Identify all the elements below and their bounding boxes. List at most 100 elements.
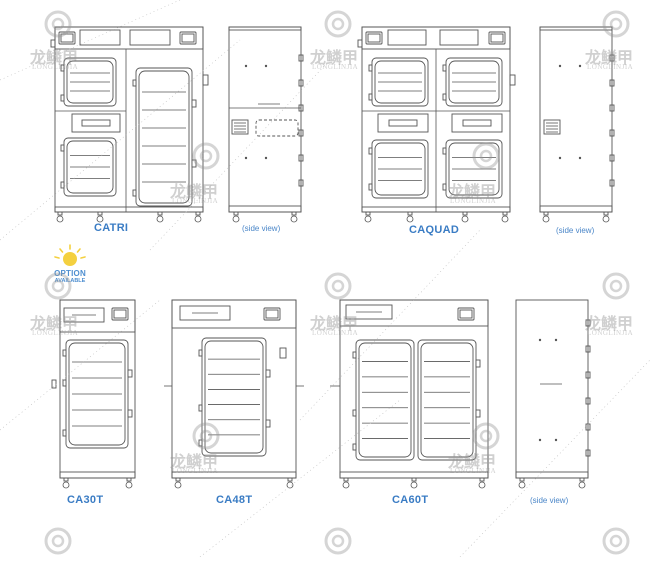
side-handle bbox=[279, 347, 287, 359]
hinge bbox=[132, 79, 137, 87]
panel-display bbox=[388, 119, 418, 127]
side-base bbox=[228, 205, 302, 213]
caster-wheel bbox=[578, 481, 586, 489]
hinge bbox=[132, 189, 137, 197]
swirl-logo-icon bbox=[44, 527, 72, 555]
caster-wheel bbox=[96, 215, 104, 223]
top-panel bbox=[171, 299, 297, 329]
top-box bbox=[387, 29, 427, 46]
screw-point bbox=[558, 156, 562, 160]
caster-mount bbox=[462, 211, 468, 216]
caster-mount bbox=[519, 477, 525, 482]
hinge bbox=[60, 64, 65, 72]
door-frame bbox=[201, 337, 267, 457]
badge-line-1: OPTION bbox=[54, 269, 86, 278]
caster-wheel bbox=[478, 481, 486, 489]
door-frame bbox=[355, 339, 415, 461]
hinge bbox=[442, 147, 447, 155]
side-bracket bbox=[585, 319, 591, 327]
caster-mount bbox=[343, 477, 349, 482]
door-latch bbox=[191, 159, 197, 168]
side-latch bbox=[357, 39, 363, 48]
screw-point bbox=[578, 156, 582, 160]
caster-mount bbox=[479, 477, 485, 482]
caster-mount bbox=[97, 211, 103, 216]
panel-display bbox=[81, 119, 111, 127]
dotted-watermark-line bbox=[299, 229, 481, 421]
caster-wheel bbox=[174, 481, 182, 489]
touch-screen-glass bbox=[113, 309, 127, 319]
hinge bbox=[368, 64, 373, 72]
door-window bbox=[68, 342, 126, 446]
top-box bbox=[439, 29, 479, 46]
caster-wheel bbox=[56, 215, 64, 223]
hinge bbox=[60, 144, 65, 152]
side-body bbox=[228, 26, 302, 213]
door-latch bbox=[265, 419, 271, 428]
side-bracket bbox=[609, 79, 615, 87]
touch-screen bbox=[111, 307, 129, 321]
caster-wheel bbox=[364, 215, 372, 223]
hinge bbox=[368, 147, 373, 155]
top-panel bbox=[54, 26, 204, 50]
screw-point bbox=[558, 64, 562, 68]
door-window bbox=[420, 342, 474, 458]
side-body bbox=[539, 26, 613, 213]
touch-screen bbox=[58, 31, 76, 45]
door-latch bbox=[265, 369, 271, 378]
swirl-logo-icon bbox=[44, 10, 72, 38]
hinge bbox=[368, 183, 373, 191]
label-ca60t: CA60T bbox=[392, 494, 429, 506]
side-bracket bbox=[585, 371, 591, 379]
side-bracket bbox=[298, 79, 304, 87]
caster-wheel bbox=[342, 481, 350, 489]
door-latch bbox=[127, 369, 133, 378]
caster-wheel bbox=[542, 215, 550, 223]
screw-point bbox=[264, 156, 268, 160]
caster-mount bbox=[365, 211, 371, 216]
caster-mount bbox=[291, 211, 297, 216]
control-panel bbox=[451, 113, 503, 133]
dotted-watermark-line bbox=[459, 359, 650, 558]
door-window bbox=[374, 60, 426, 104]
dotted-watermark-line bbox=[0, 0, 181, 81]
side-view-label-3: (side view) bbox=[530, 496, 569, 505]
swirl-logo-icon bbox=[472, 422, 500, 450]
sun-icon bbox=[54, 244, 86, 266]
base-rail bbox=[59, 471, 136, 479]
touch-screen-glass bbox=[367, 33, 381, 43]
swirl-logo-icon bbox=[602, 527, 630, 555]
swirl-logo-icon bbox=[324, 272, 352, 300]
side-top bbox=[539, 26, 613, 31]
option-available-badge: OPTION AVAILABLE bbox=[46, 243, 94, 289]
panel-display bbox=[462, 119, 492, 127]
hinge bbox=[62, 429, 67, 437]
ca48t-front bbox=[164, 299, 304, 489]
door-latch bbox=[127, 409, 133, 418]
swirl-logo-icon bbox=[324, 10, 352, 38]
hinge bbox=[442, 183, 447, 191]
caster-mount bbox=[579, 477, 585, 482]
door-frame bbox=[63, 137, 117, 197]
door-latch bbox=[475, 409, 481, 418]
hinge bbox=[368, 93, 373, 101]
side-bracket bbox=[298, 154, 304, 162]
side-base bbox=[515, 471, 589, 479]
top-box bbox=[129, 29, 171, 46]
caster-mount bbox=[63, 477, 69, 482]
cabinet-body bbox=[59, 299, 136, 479]
swirl-logo-icon bbox=[602, 272, 630, 300]
hinge bbox=[60, 181, 65, 189]
dotted-watermark-line bbox=[199, 399, 401, 558]
door-window bbox=[66, 140, 114, 194]
touch-screen-glass bbox=[459, 309, 473, 319]
side-bracket bbox=[609, 104, 615, 112]
side-bracket bbox=[609, 179, 615, 187]
ca60t-side bbox=[515, 299, 591, 489]
caster-mount bbox=[175, 477, 181, 482]
hinge bbox=[62, 379, 67, 387]
hinge bbox=[62, 349, 67, 357]
touch-screen-glass bbox=[490, 33, 504, 43]
